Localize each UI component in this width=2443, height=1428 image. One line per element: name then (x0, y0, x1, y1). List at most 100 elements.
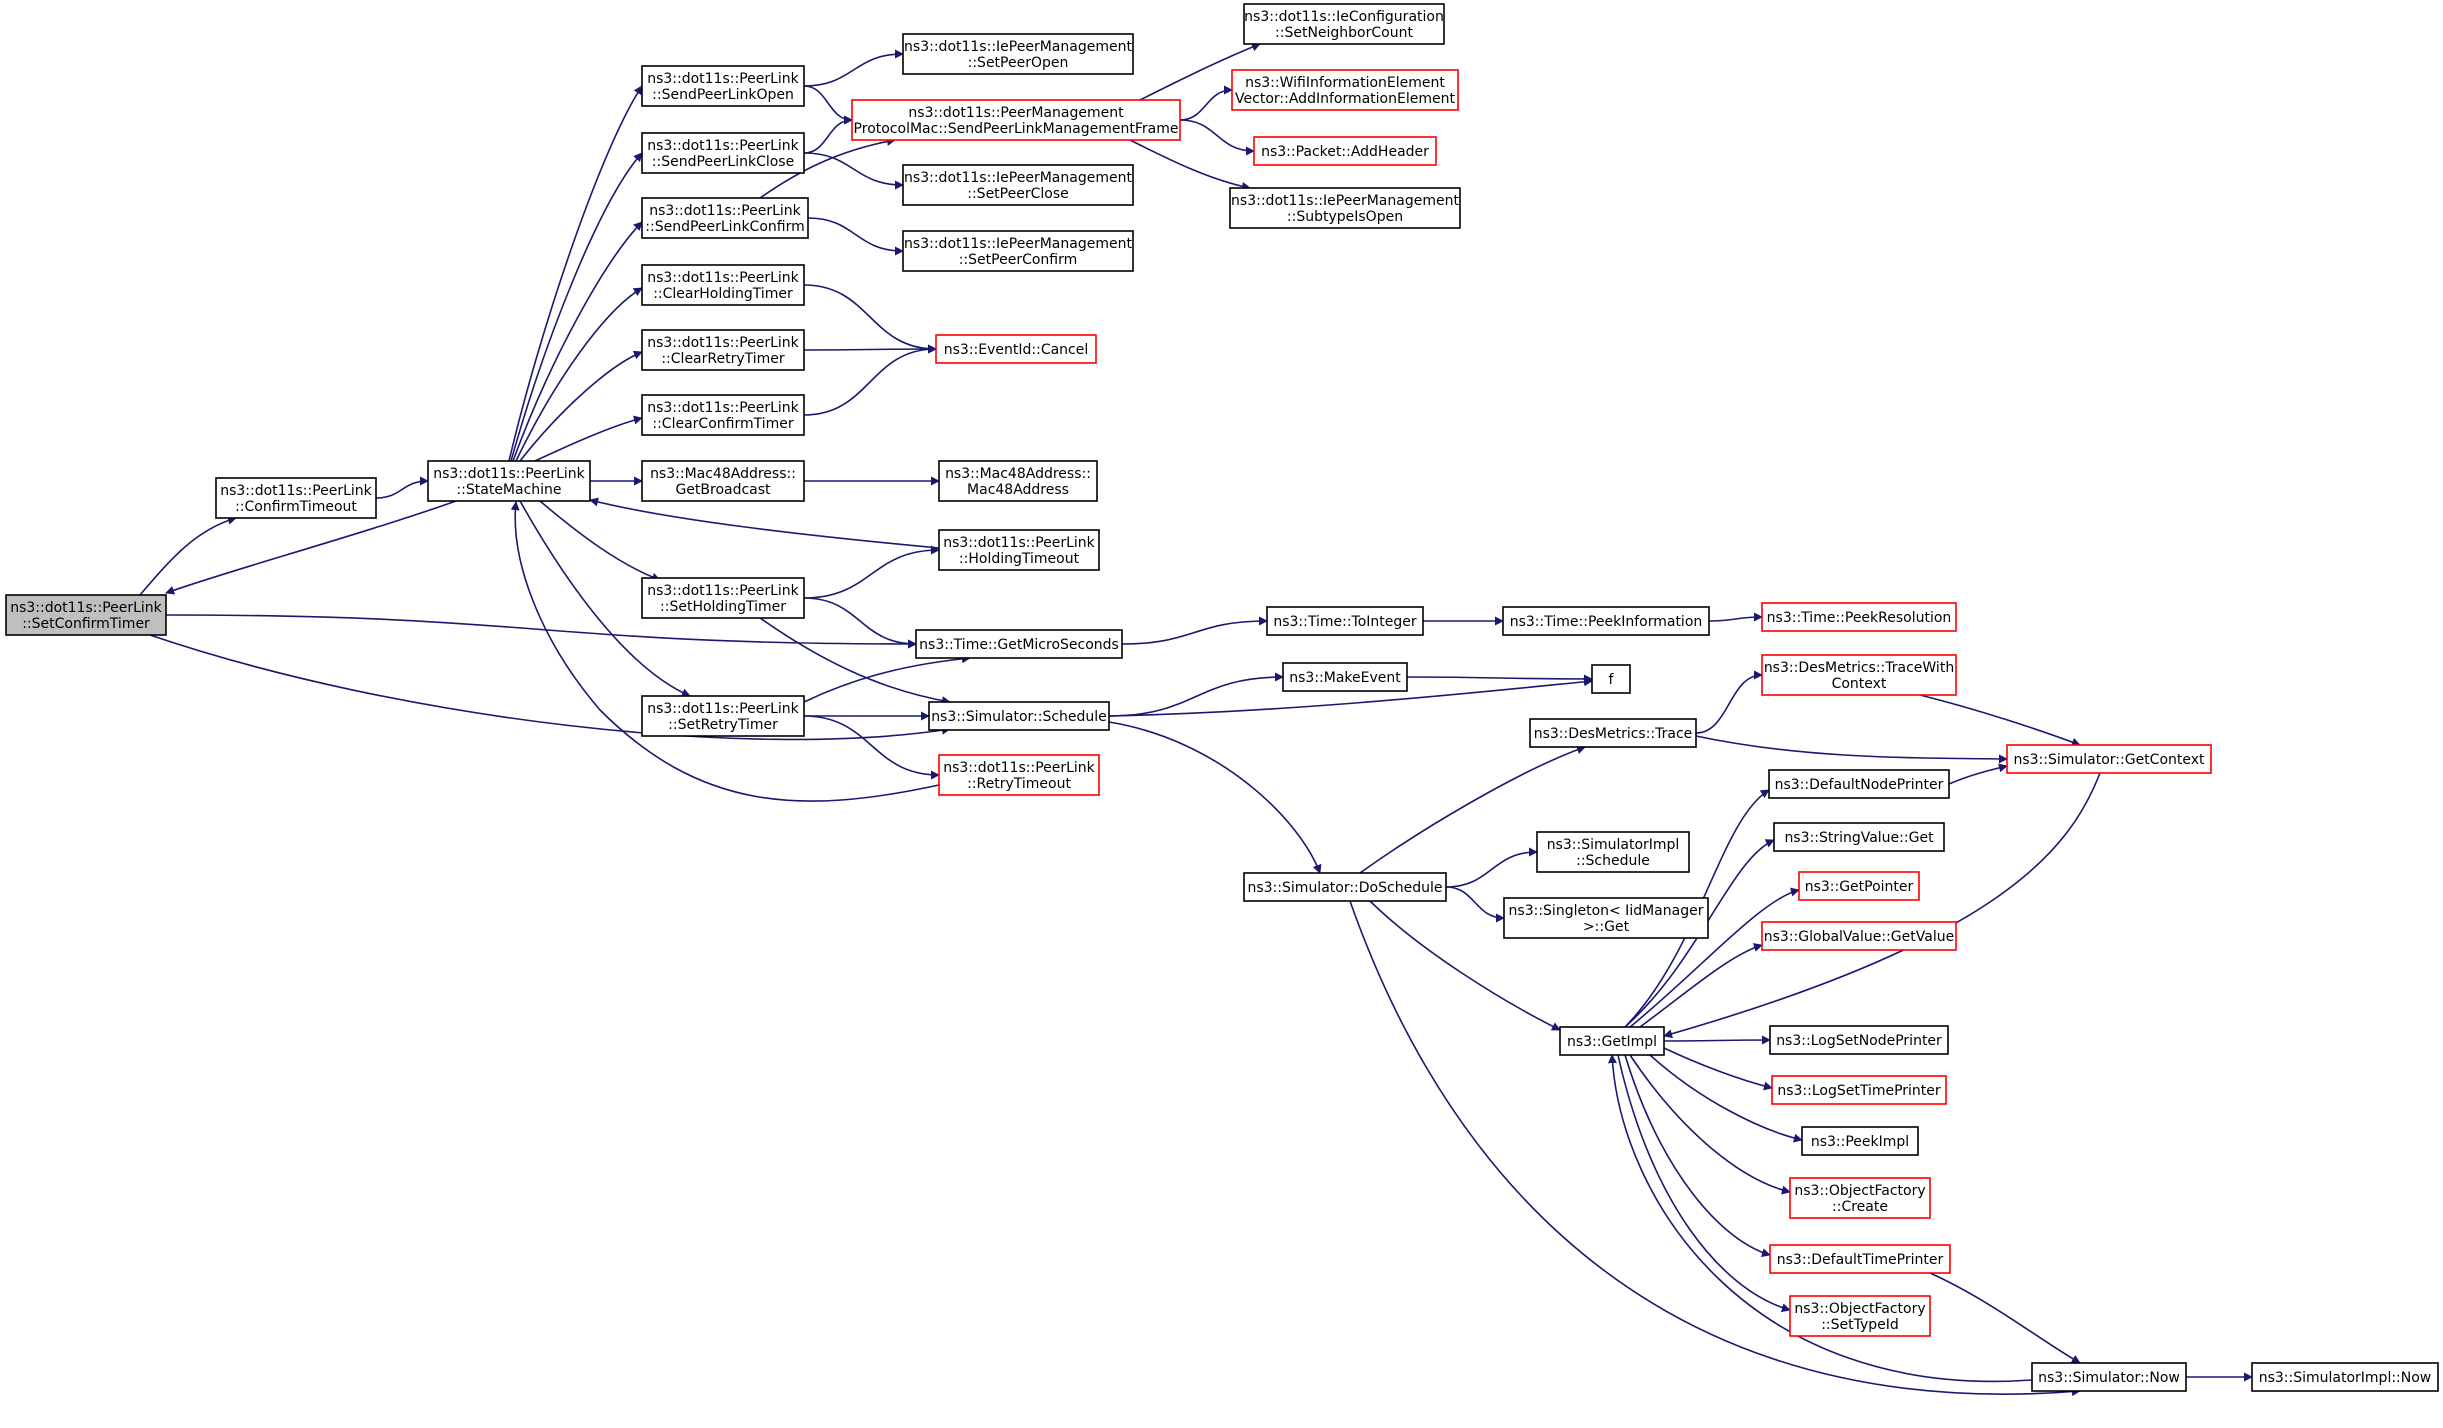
node-box (641, 329, 805, 371)
edge-defaultTimePrinter-to-simulatorNow (1929, 1272, 2081, 1364)
node-getImpl[interactable]: ns3::GetImpl (1559, 1026, 1665, 1056)
node-sendMgmtFrame[interactable]: ns3::dot11s::PeerManagementProtocolMac::… (851, 99, 1181, 141)
node-box (1253, 136, 1437, 166)
node-setHoldingTimer[interactable]: ns3::dot11s::PeerLink::SetHoldingTimer (641, 577, 805, 619)
edge-arrow (1663, 1047, 1773, 1091)
node-objFactoryCreate[interactable]: ns3::ObjectFactory::Create (1789, 1177, 1931, 1219)
edge-arrow (510, 501, 940, 802)
node-singletonGet[interactable]: ns3::Singleton< IidManager>::Get (1503, 897, 1709, 939)
node-box (1559, 1026, 1665, 1056)
node-mac48Address[interactable]: ns3::Mac48Address::Mac48Address (938, 460, 1098, 502)
edge-arrow (803, 85, 853, 125)
node-desTrace[interactable]: ns3::DesMetrics::Trace (1529, 718, 1697, 748)
node-simImplSchedule[interactable]: ns3::SimulatorImpl::Schedule (1536, 831, 1690, 873)
node-simulatorNow[interactable]: ns3::Simulator::Now (2031, 1362, 2187, 1392)
edge-sendPeerLinkClose-to-sendMgmtFrame (803, 115, 853, 154)
edge-getImpl-to-defaultNodePrinter (1624, 789, 1770, 1028)
edge-arrow (1708, 612, 1763, 622)
node-box (1503, 897, 1709, 939)
node-box (1536, 831, 1690, 873)
node-label: ns3::LogSetNodePrinter (1776, 1033, 1942, 1049)
node-clearConfirmTimer[interactable]: ns3::dot11s::PeerLink::ClearConfirmTimer (641, 394, 805, 436)
node-label: ::ClearHoldingTimer (653, 286, 793, 302)
node-packetAddHeader[interactable]: ns3::Packet::AddHeader (1253, 136, 1437, 166)
node-logSetNodePrinter[interactable]: ns3::LogSetNodePrinter (1769, 1025, 1949, 1055)
node-sendPeerLinkConfirm[interactable]: ns3::dot11s::PeerLink::SendPeerLinkConfi… (641, 197, 809, 239)
node-setConfirmTimer[interactable]: ns3::dot11s::PeerLink::SetConfirmTimer (5, 594, 167, 636)
node-eventIdCancel[interactable]: ns3::EventId::Cancel (935, 334, 1097, 364)
edge-setHoldingTimer-to-getMicroSeconds (803, 597, 917, 649)
edge-getImpl-to-objFactorySetTypeId (1617, 1054, 1791, 1313)
node-setPeerClose[interactable]: ns3::dot11s::IePeerManagement::SetPeerCl… (902, 164, 1134, 206)
node-box (427, 460, 591, 502)
node-box (1789, 1177, 1931, 1219)
node-holdingTimeout[interactable]: ns3::dot11s::PeerLink::HoldingTimeout (938, 529, 1100, 571)
node-confirmTimeout[interactable]: ns3::dot11s::PeerLink::ConfirmTimeout (215, 477, 377, 519)
node-sendPeerLinkClose[interactable]: ns3::dot11s::PeerLink::SendPeerLinkClose (641, 132, 805, 174)
node-sendPeerLinkOpen[interactable]: ns3::dot11s::PeerLink::SendPeerLinkOpen (641, 65, 805, 107)
node-getPointer[interactable]: ns3::GetPointer (1798, 871, 1920, 901)
node-box (1798, 871, 1920, 901)
node-stringValueGet[interactable]: ns3::StringValue::Get (1773, 822, 1945, 852)
node-label: ns3::dot11s::PeerLink (943, 760, 1095, 776)
node-retryTimeout[interactable]: ns3::dot11s::PeerLink::RetryTimeout (938, 754, 1100, 796)
node-box (641, 65, 805, 107)
node-simImplNow[interactable]: ns3::SimulatorImpl::Now (2251, 1362, 2439, 1392)
node-getBroadcast[interactable]: ns3::Mac48Address::GetBroadcast (641, 460, 805, 502)
node-objFactorySetTypeId[interactable]: ns3::ObjectFactory::SetTypeId (1789, 1295, 1931, 1337)
edge-arrow (1349, 900, 2081, 1397)
node-getMicroSeconds[interactable]: ns3::Time::GetMicroSeconds (915, 629, 1123, 659)
node-logSetTimePrinter[interactable]: ns3::LogSetTimePrinter (1771, 1075, 1947, 1105)
node-makeEvent[interactable]: ns3::MakeEvent (1282, 662, 1408, 692)
node-label: ::SetPeerOpen (968, 55, 1069, 71)
node-setPeerOpen[interactable]: ns3::dot11s::IePeerManagement::SetPeerOp… (902, 33, 1134, 75)
node-doSchedule[interactable]: ns3::Simulator::DoSchedule (1243, 872, 1447, 902)
edge-stateMachine-to-clearHoldingTimer (515, 287, 643, 462)
node-peekImpl[interactable]: ns3::PeekImpl (1801, 1126, 1919, 1156)
node-simSchedule[interactable]: ns3::Simulator::Schedule (928, 701, 1110, 731)
node-setRetryTimer[interactable]: ns3::dot11s::PeerLink::SetRetryTimer (641, 695, 805, 737)
node-box (1266, 606, 1424, 636)
node-label: ns3::dot11s::PeerLink (647, 335, 799, 351)
node-label: ns3::GlobalValue::GetValue (1764, 929, 1954, 945)
node-label: ns3::dot11s::PeerLink (943, 535, 1095, 551)
node-clearRetryTimer[interactable]: ns3::dot11s::PeerLink::ClearRetryTimer (641, 329, 805, 371)
node-label: ::SetHoldingTimer (660, 599, 786, 615)
node-box (902, 164, 1134, 206)
edge-arrow (803, 344, 937, 416)
node-timeToInteger[interactable]: ns3::Time::ToInteger (1266, 606, 1424, 636)
node-fNode[interactable]: f (1591, 664, 1631, 694)
node-label: ns3::Mac48Address:: (650, 466, 796, 482)
edge-arrow (1445, 886, 1505, 923)
node-box (1769, 1025, 1949, 1055)
node-label: ns3::Simulator::Schedule (931, 709, 1107, 725)
node-box (641, 132, 805, 174)
node-box (1761, 654, 1957, 696)
node-setNeighborCount[interactable]: ns3::dot11s::IeConfiguration::SetNeighbo… (1243, 3, 1445, 45)
edge-arrow (1624, 839, 1775, 1028)
node-defaultNodePrinter[interactable]: ns3::DefaultNodePrinter (1768, 769, 1950, 799)
node-peekResolution[interactable]: ns3::Time::PeekResolution (1761, 602, 1957, 632)
node-addInfoElement[interactable]: ns3::WifiInformationElementVector::AddIn… (1231, 69, 1459, 111)
node-clearHoldingTimer[interactable]: ns3::dot11s::PeerLink::ClearHoldingTimer (641, 264, 805, 306)
node-label: ns3::ObjectFactory (1794, 1301, 1925, 1317)
node-label: ::ClearConfirmTimer (652, 416, 793, 432)
node-stateMachine[interactable]: ns3::dot11s::PeerLink::StateMachine (427, 460, 591, 502)
node-peekInformation[interactable]: ns3::Time::PeekInformation (1502, 606, 1710, 636)
node-subtypeIsOpen[interactable]: ns3::dot11s::IePeerManagement::SubtypeIs… (1229, 187, 1461, 229)
node-label: ProtocolMac::SendPeerLinkManagementFrame (854, 121, 1179, 137)
node-label: ::SubtypeIsOpen (1287, 209, 1403, 225)
node-label: ::SetRetryTimer (668, 717, 778, 733)
node-globalValueGetValue[interactable]: ns3::GlobalValue::GetValue (1761, 921, 1957, 951)
node-setPeerConfirm[interactable]: ns3::dot11s::IePeerManagement::SetPeerCo… (902, 230, 1134, 272)
node-defaultTimePrinter[interactable]: ns3::DefaultTimePrinter (1769, 1244, 1951, 1274)
nodes-layer: ns3::dot11s::PeerLink::SetConfirmTimerns… (5, 3, 2439, 1392)
edge-desTrace-to-getContext (1695, 735, 2008, 764)
edge-stateMachine-to-setHoldingTimer (539, 500, 661, 582)
node-getContext[interactable]: ns3::Simulator::GetContext (2006, 744, 2212, 774)
edge-doSchedule-to-singletonGet (1445, 886, 1505, 923)
node-label: ns3::ObjectFactory (1794, 1183, 1925, 1199)
edge-arrow (149, 634, 951, 741)
node-label: ns3::dot11s::PeerManagement (908, 105, 1124, 121)
